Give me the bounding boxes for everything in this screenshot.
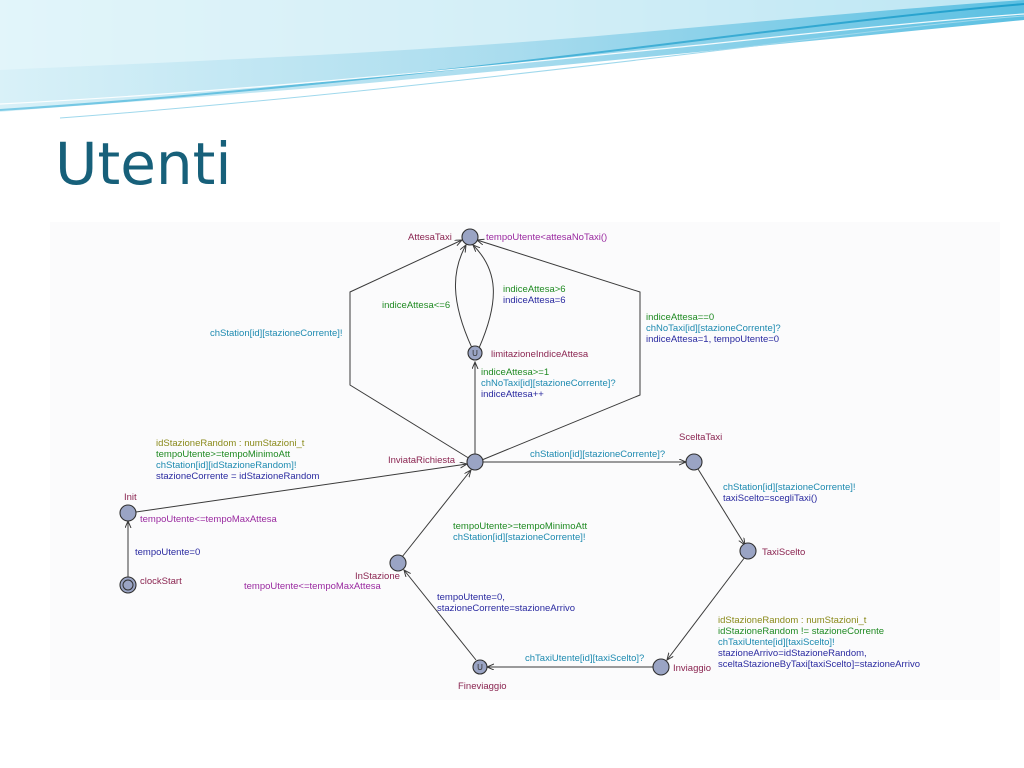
edge-label-sync: chStation[id][stazioneCorrente]!	[723, 482, 856, 493]
edge-label-sync: chNoTaxi[id][stazioneCorrente]?	[646, 323, 781, 334]
location-name: InviataRichiesta	[388, 455, 456, 466]
edge-label-update: sceltaStazioneByTaxi[taxiScelto]=stazion…	[718, 659, 920, 670]
location-scelta-taxi: SceltaTaxi	[679, 432, 722, 471]
location-in-stazione: InStazione tempoUtente<=tempoMaxAttesa	[244, 554, 407, 592]
location-fine-viaggio: U Fineviaggio	[458, 659, 507, 692]
edge-label-sync: chNoTaxi[id][stazioneCorrente]?	[481, 378, 616, 389]
edge-label-update: stazioneArrivo=idStazioneRandom,	[718, 648, 867, 659]
location-inviaggio: Inviaggio	[652, 658, 711, 676]
edge-label-sync: chStation[id][stazioneCorrente]!	[210, 328, 343, 339]
invariant-label: tempoUtente<attesaNoTaxi()	[486, 232, 607, 243]
edge-label-guard: tempoUtente>=tempoMinimoAtt	[156, 449, 290, 460]
edge-label-select: idStazioneRandom : numStazioni_t	[156, 438, 305, 449]
urgent-mark: U	[477, 663, 483, 672]
header-wave-decoration	[0, 0, 1024, 119]
location-name: Inviaggio	[673, 663, 711, 674]
edge-label-guard: idStazioneRandom != stazioneCorrente	[718, 626, 884, 637]
edge-label-update: indiceAttesa=6	[503, 295, 566, 306]
location-limitazione: U limitazioneIndiceAttesa	[467, 345, 589, 361]
edge-label-guard: tempoUtente>=tempoMinimoAtt	[453, 521, 587, 532]
edge-label-update: stazioneCorrente=stazioneArrivo	[437, 603, 575, 614]
edge-label-update: indiceAttesa=1, tempoUtente=0	[646, 334, 779, 345]
edge-label-update: taxiScelto=scegliTaxi()	[723, 493, 817, 504]
edge-label-update: tempoUtente=0,	[437, 592, 505, 603]
edge-label-sync: chTaxiUtente[id][taxiScelto]!	[718, 637, 835, 648]
edge-label-update: stazioneCorrente = idStazioneRandom	[156, 471, 320, 482]
edge-scelto-to-inviaggio	[667, 556, 746, 660]
edge-label-select: idStazioneRandom : numStazioni_t	[718, 615, 867, 626]
edge-limitazione-to-attesa-a	[454, 245, 473, 349]
edge-label-guard: indiceAttesa==0	[646, 312, 714, 323]
location-name: Fineviaggio	[458, 681, 507, 692]
location-name: SceltaTaxi	[679, 432, 722, 443]
edge-label-update: tempoUtente=0	[135, 547, 200, 558]
edge-label-sync: chStation[id][stazioneCorrente]?	[530, 449, 665, 460]
location-name: clockStart	[140, 576, 182, 587]
edge-label-sync: chStation[id][idStazioneRandom]!	[156, 460, 296, 471]
invariant-label: tempoUtente<=tempoMaxAttesa	[140, 514, 277, 525]
edge-label-guard: indiceAttesa<=6	[382, 300, 450, 311]
edge-label-sync: chTaxiUtente[id][taxiScelto]?	[525, 653, 644, 664]
location-clock-start: clockStart	[119, 576, 182, 594]
edge-label-guard: indiceAttesa>6	[503, 284, 566, 295]
location-taxi-scelto: TaxiScelto	[739, 542, 805, 560]
location-init: Init tempoUtente<=tempoMaxAttesa	[119, 492, 277, 525]
location-name: InStazione	[355, 571, 400, 582]
edge-scelta-to-scelto	[697, 468, 745, 545]
edge-fine-to-stazione	[404, 570, 477, 661]
location-name: AttesaTaxi	[408, 232, 452, 243]
edge-limitazione-to-attesa-b	[473, 245, 494, 349]
edge-label-update: indiceAttesa++	[481, 389, 544, 400]
diagram-panel: AttesaTaxi tempoUtente<attesaNoTaxi() U …	[50, 222, 1000, 700]
location-name: TaxiScelto	[762, 547, 805, 558]
automaton-diagram: AttesaTaxi tempoUtente<attesaNoTaxi() U …	[119, 228, 920, 692]
edge-richiesta-to-attesa-right	[477, 240, 641, 463]
location-name: limitazioneIndiceAttesa	[491, 349, 589, 360]
edge-init-to-richiesta	[135, 464, 467, 513]
edge-label-guard: indiceAttesa>=1	[481, 367, 549, 378]
urgent-mark: U	[472, 349, 478, 358]
location-invia-richiesta: InviataRichiesta	[388, 453, 484, 471]
invariant-label: tempoUtente<=tempoMaxAttesa	[244, 581, 381, 592]
slide-title: Utenti	[55, 130, 232, 198]
location-name: Init	[124, 492, 137, 503]
location-attesa-taxi: AttesaTaxi tempoUtente<attesaNoTaxi()	[408, 228, 607, 246]
edge-stazione-to-richiesta	[401, 470, 471, 558]
edge-label-sync: chStation[id][stazioneCorrente]!	[453, 532, 586, 543]
edge-richiesta-to-attesa-left	[349, 240, 476, 463]
